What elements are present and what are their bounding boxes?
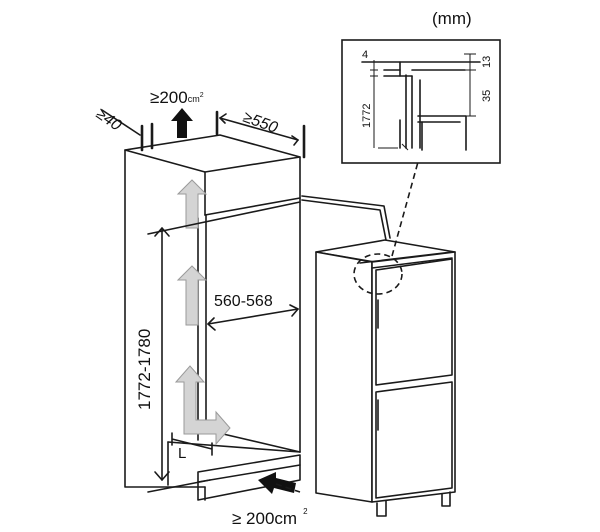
- units-label: (mm): [432, 9, 472, 28]
- detail-dim-4: 4: [362, 49, 368, 61]
- detail-box: [341, 39, 501, 164]
- height-label: 1772-1780: [135, 329, 154, 410]
- top-gap-label: ≥40: [93, 105, 125, 134]
- airflow-arrow-top: [176, 179, 208, 229]
- cabinet: [124, 110, 306, 501]
- detail-dim-35: 35: [481, 90, 493, 102]
- top-vent-indicator: ≥200cm2: [150, 88, 204, 138]
- depth-label: ≥550: [241, 109, 280, 137]
- top-gap-dimension: ≥40: [93, 105, 141, 136]
- depth-marker: L: [171, 432, 213, 462]
- airflow-arrow-middle: [176, 265, 208, 326]
- detail-circle: [353, 253, 403, 295]
- top-vent-label: ≥200cm2: [150, 88, 204, 107]
- height-dimension: 1772-1780: [135, 201, 301, 493]
- refrigerator: [301, 195, 456, 517]
- airflow-arrow-bottom: [174, 365, 231, 446]
- width-label: 560-568: [214, 293, 273, 310]
- width-dimension: 560-568: [207, 293, 299, 331]
- depth-marker-label: L: [178, 445, 186, 462]
- airflow-arrows: [174, 179, 231, 446]
- detail-callout: 4 13 35 1772: [341, 39, 501, 295]
- detail-dim-13: 13: [481, 56, 493, 68]
- detail-dim-1772: 1772: [361, 104, 373, 128]
